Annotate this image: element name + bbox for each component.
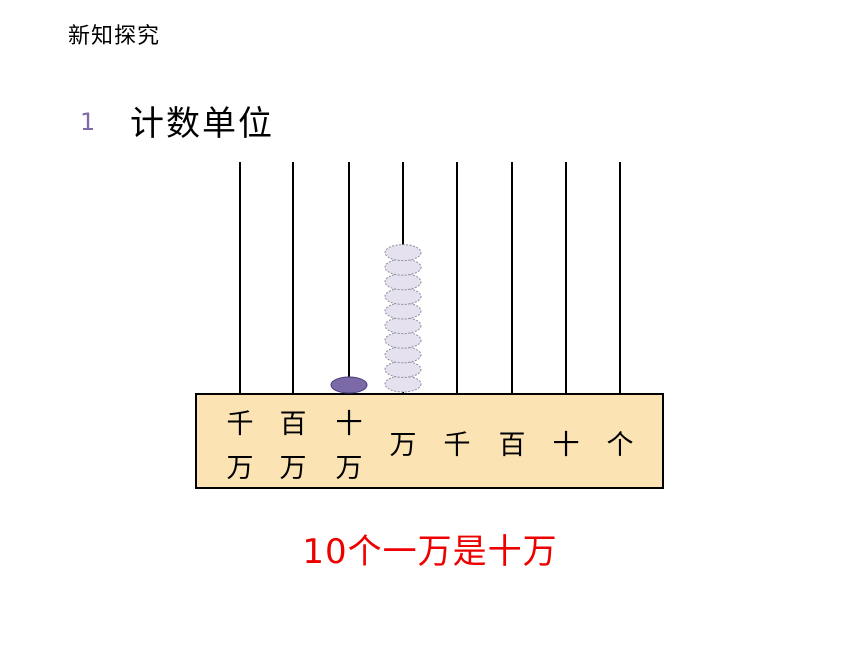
- abacus-beads: [330, 244, 422, 394]
- place-value-label: 十: [336, 409, 363, 440]
- abacus-bead: [384, 302, 422, 320]
- place-value-label: 千: [444, 430, 471, 461]
- abacus-bead: [384, 258, 422, 276]
- place-value-label: 百: [280, 409, 307, 440]
- place-value-label: 万: [336, 453, 363, 484]
- page-title: 新知探究: [68, 24, 161, 49]
- place-value-label: 个: [607, 430, 634, 461]
- place-value-labels: 千万百万十万万千百十个: [227, 409, 634, 484]
- place-value-label: 百: [499, 430, 526, 461]
- conclusion-text: 10个一万是十万: [302, 532, 558, 572]
- abacus-bead: [384, 375, 422, 393]
- abacus-rods: [239, 162, 621, 394]
- abacus-bead: [384, 331, 422, 349]
- place-value-label: 万: [390, 430, 417, 461]
- place-value-label: 十: [553, 430, 580, 461]
- section-number: 1: [80, 108, 96, 136]
- abacus-bead: [330, 376, 368, 394]
- place-value-label: 千: [227, 409, 254, 440]
- abacus-bead: [384, 244, 422, 262]
- section-title: 计数单位: [130, 104, 274, 144]
- place-value-label: 万: [280, 453, 307, 484]
- abacus-frame: [195, 393, 664, 489]
- abacus-bead: [384, 317, 422, 335]
- abacus-bead: [384, 287, 422, 305]
- place-value-label: 万: [227, 453, 254, 484]
- abacus-bead: [384, 346, 422, 364]
- abacus-bead: [384, 360, 422, 378]
- abacus-bead: [384, 273, 422, 291]
